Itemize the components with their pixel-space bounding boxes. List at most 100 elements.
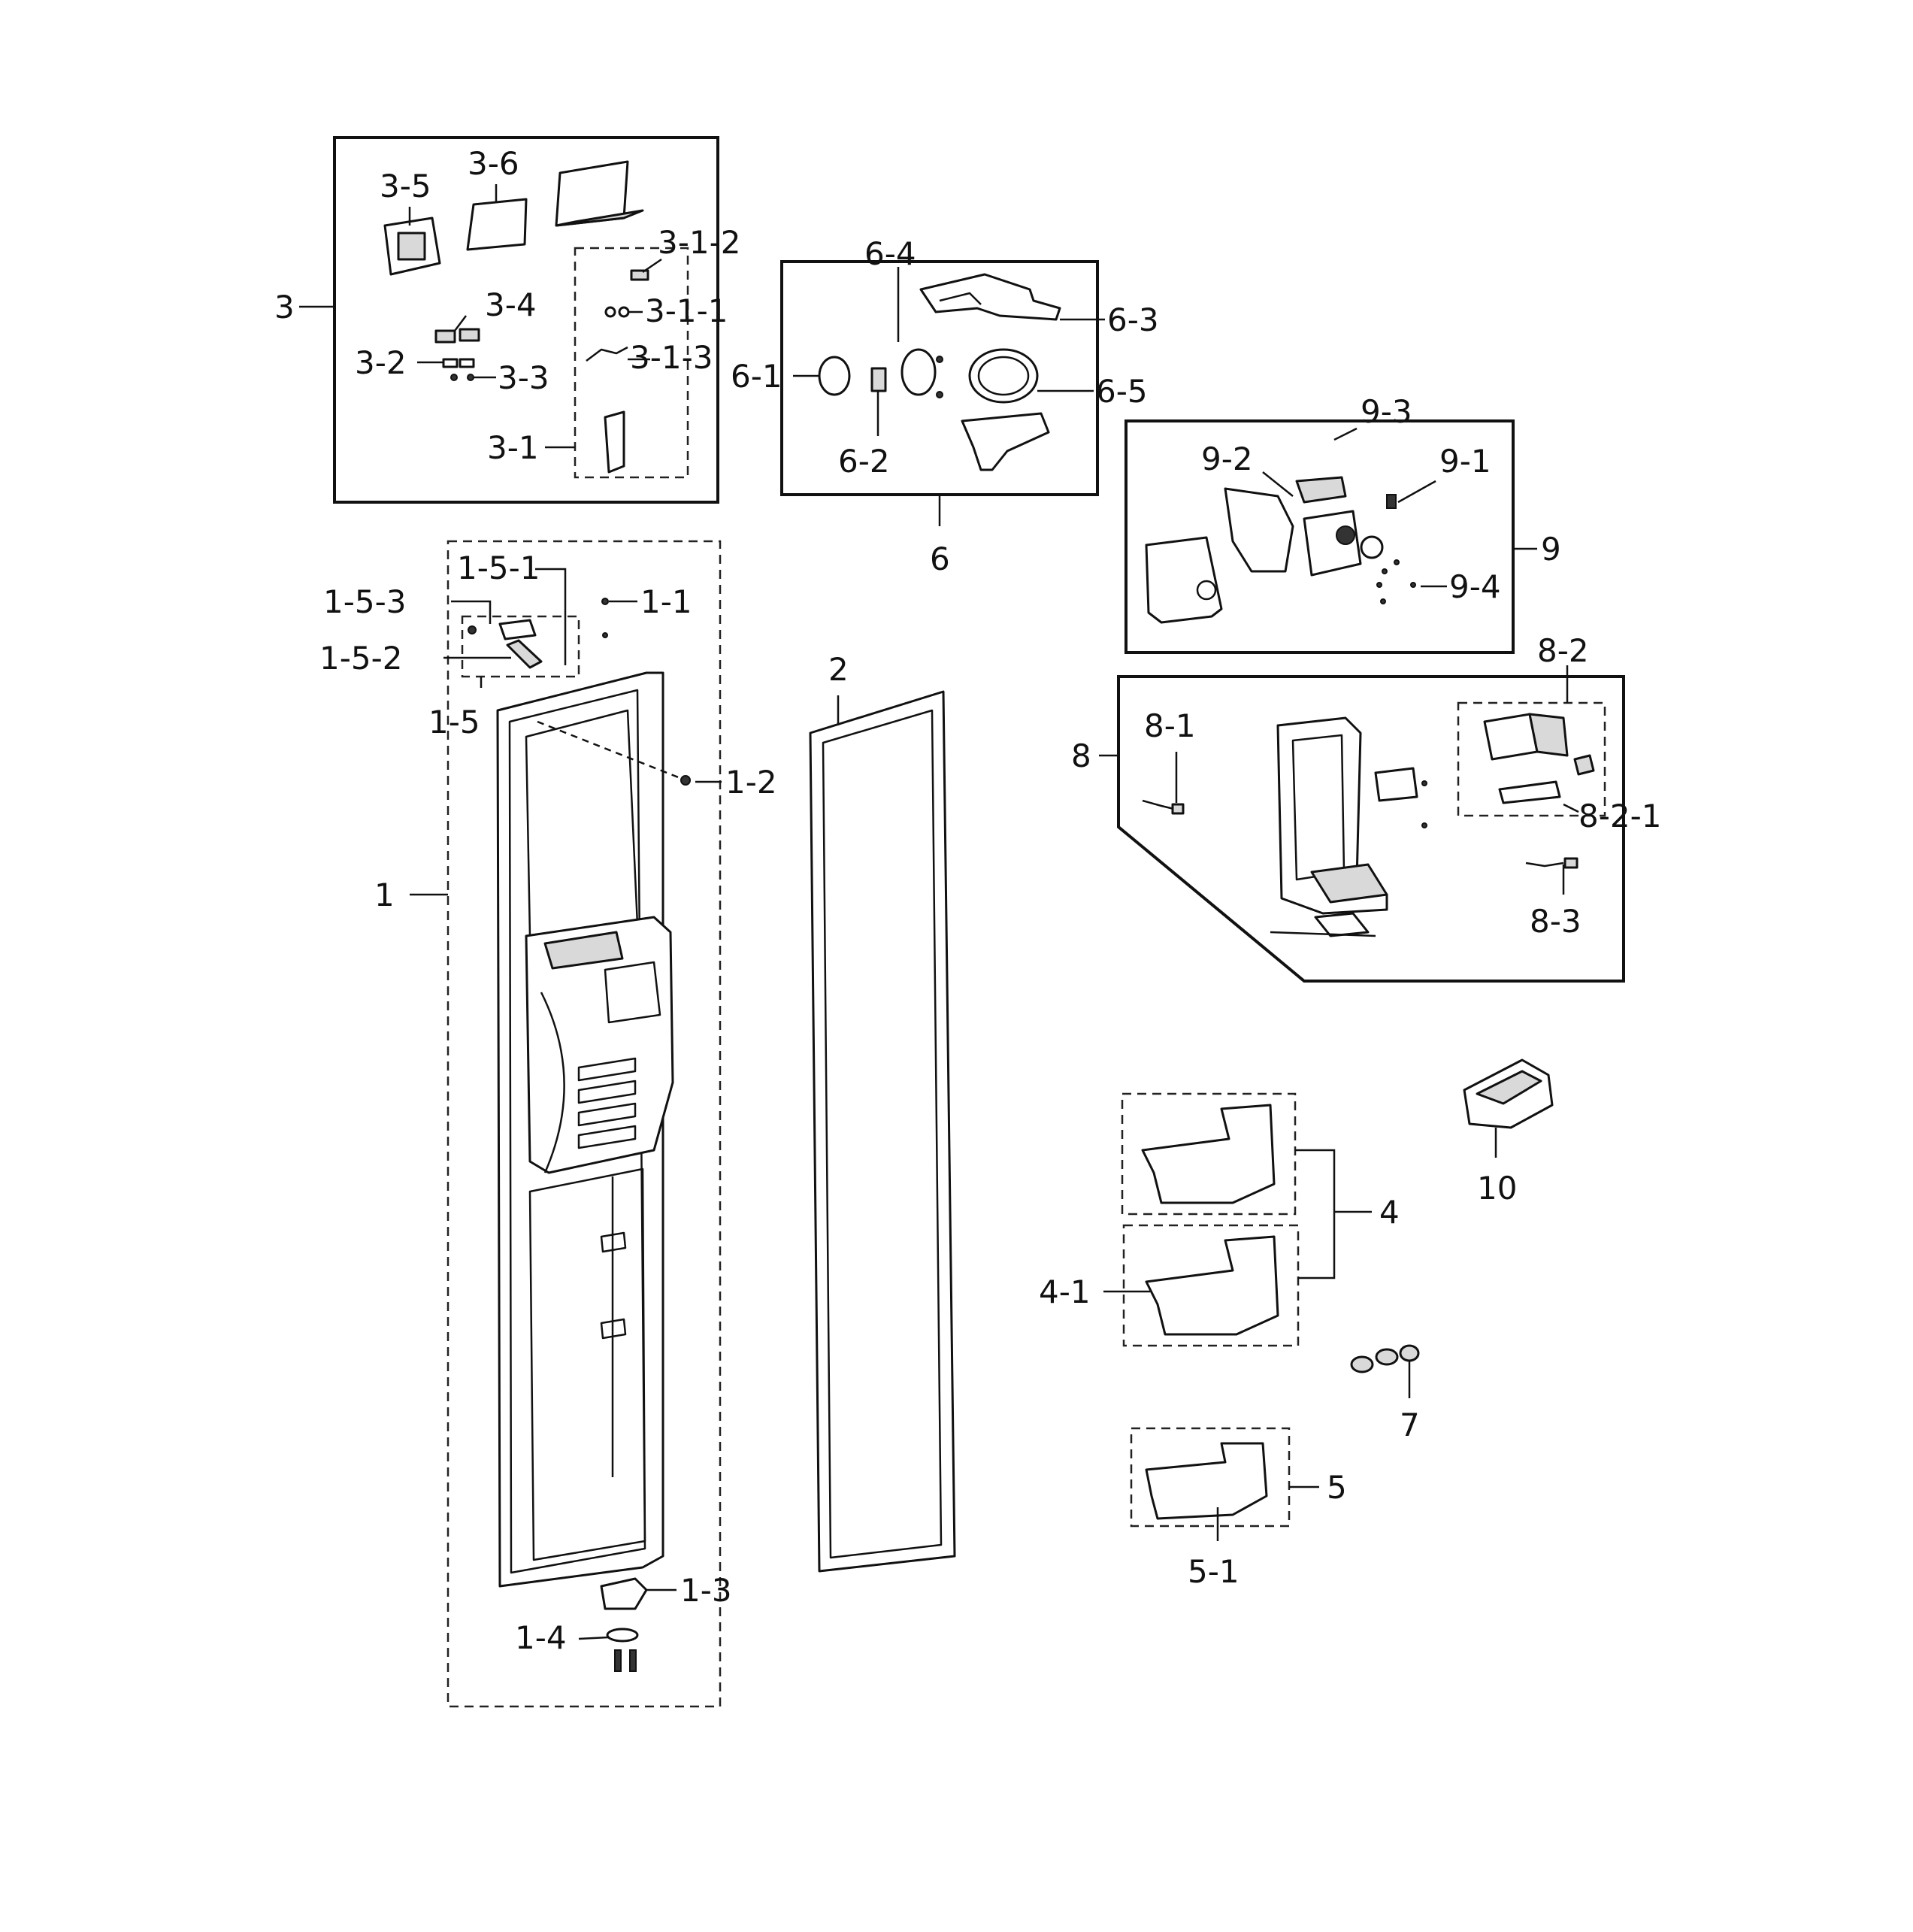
leader-4-bracket — [1295, 1149, 1336, 1279]
part-1-slot-1 — [577, 1057, 637, 1082]
label-3-2: 3-2 — [355, 344, 407, 381]
leader-3-1-2 — [642, 258, 662, 274]
group-3-dispenser-panel: 3 3-5 3-6 3-1-2 3-4 3-1-1 3-2 3-3 3-1-3 … — [274, 136, 740, 504]
part-8-case-base — [1310, 863, 1388, 904]
part-5-1-guard — [1145, 1442, 1268, 1520]
label-9-1: 9-1 — [1439, 443, 1491, 480]
part-2-door-gasket: 2 — [809, 651, 956, 1573]
part-9-motor — [1303, 510, 1362, 577]
part-6-4 — [901, 348, 937, 396]
part-2-gasket-outer — [809, 690, 956, 1573]
part-6-4-screw-b — [936, 391, 943, 398]
part-8-module — [1374, 767, 1418, 802]
label-1-2: 1-2 — [725, 764, 777, 801]
group-1-5-subbox — [461, 615, 580, 678]
part-9-screw-e — [1380, 598, 1386, 604]
part-8-lever — [1314, 912, 1370, 937]
part-1-slot-2 — [577, 1080, 637, 1104]
label-8-3: 8-3 — [1530, 903, 1582, 940]
label-6-3: 6-3 — [1107, 301, 1159, 338]
part-1-dispenser-curve — [540, 992, 565, 1173]
group-8-box — [1117, 675, 1625, 983]
leader-1-5-3 — [451, 600, 492, 624]
part-6-chute — [961, 412, 1050, 471]
label-10: 10 — [1477, 1170, 1517, 1207]
part-1-slot-4 — [577, 1125, 637, 1149]
part-3-1-1-b — [618, 306, 630, 318]
group-4-box-upper — [1121, 1092, 1297, 1216]
part-3-1-1-a — [604, 306, 616, 318]
label-6: 6 — [930, 541, 950, 577]
group-4-box-lower — [1122, 1224, 1300, 1347]
group-3-box — [333, 136, 719, 504]
part-1-5-3 — [468, 625, 477, 634]
part-9-duct — [1224, 487, 1294, 573]
group-3-1-subbox — [574, 247, 689, 479]
group-8-dispenser-case: 8-2 8-1 8 8-2-1 8-3 — [1071, 632, 1661, 983]
label-3-1-3: 3-1-3 — [630, 339, 713, 376]
leader-9-1 — [1397, 480, 1436, 504]
part-10-cover: 10 — [1463, 1058, 1554, 1207]
part-2-gasket-inner — [822, 709, 943, 1559]
leader-1-4 — [578, 1636, 610, 1640]
label-7: 7 — [1400, 1407, 1420, 1443]
part-1-4-screw-b — [629, 1649, 637, 1672]
part-3-1-2 — [630, 269, 649, 281]
label-9: 9 — [1541, 531, 1561, 568]
group-5-box — [1130, 1427, 1291, 1528]
label-1-3: 1-3 — [680, 1572, 732, 1609]
part-6-1 — [818, 356, 851, 396]
part-8-lever-arm — [1270, 931, 1376, 937]
part-1-1-screw — [601, 598, 609, 605]
part-8-2-1 — [1498, 780, 1561, 804]
part-1-dispenser-window — [604, 961, 661, 1024]
part-6-4-screw-a — [936, 356, 943, 363]
leader-9-3 — [1333, 427, 1358, 441]
part-8-2-fins — [1528, 713, 1569, 757]
part-9-motor-gear — [1336, 525, 1355, 545]
part-1-clip-lower — [600, 1318, 627, 1340]
part-9-4-wheel — [1360, 535, 1384, 559]
label-9-2: 9-2 — [1201, 441, 1253, 477]
part-1-lower-compartment — [528, 1167, 646, 1561]
part-9-3 — [1295, 476, 1347, 504]
label-1-1: 1-1 — [640, 583, 692, 620]
part-7-b — [1375, 1348, 1399, 1366]
label-8-2: 8-2 — [1537, 632, 1589, 669]
part-9-1 — [1386, 494, 1397, 509]
label-3: 3 — [274, 289, 295, 326]
label-8-2-1: 8-2-1 — [1579, 798, 1661, 834]
label-9-3: 9-3 — [1361, 393, 1412, 430]
label-3-4: 3-4 — [485, 286, 537, 323]
part-9-cover — [1145, 536, 1223, 624]
part-6-3-detail — [939, 292, 982, 305]
label-4: 4 — [1379, 1194, 1400, 1231]
label-3-1-2: 3-1-2 — [658, 224, 740, 261]
part-1-3 — [600, 1577, 648, 1610]
part-1-door-liner-inner — [508, 689, 646, 1574]
part-4-1-guard-lower — [1145, 1235, 1279, 1336]
part-3-3-b — [467, 374, 474, 381]
label-3-6: 3-6 — [468, 145, 519, 182]
label-6-5: 6-5 — [1096, 373, 1148, 410]
part-6-3 — [919, 273, 1061, 321]
group-4-door-guards: 4 4-1 — [1039, 1092, 1400, 1347]
label-2: 2 — [828, 651, 849, 688]
part-7-c — [1399, 1344, 1420, 1362]
part-9-screw-c — [1376, 582, 1382, 588]
part-3-1 — [604, 410, 625, 474]
part-1-dispenser-top — [543, 931, 624, 970]
label-3-3: 3-3 — [498, 359, 549, 396]
label-4-1: 4-1 — [1039, 1273, 1091, 1310]
label-1: 1 — [374, 877, 395, 913]
group-8-2-subbox — [1457, 701, 1606, 817]
part-1-5-2 — [506, 639, 543, 669]
part-9-screw-a — [1394, 559, 1400, 565]
part-1-clip-upper — [600, 1231, 627, 1253]
label-1-5: 1-5 — [428, 704, 480, 740]
label-3-1: 3-1 — [487, 429, 539, 466]
part-3-2-a — [442, 358, 459, 368]
leader-1-2-dashed — [537, 720, 681, 780]
part-3-6 — [466, 198, 528, 251]
